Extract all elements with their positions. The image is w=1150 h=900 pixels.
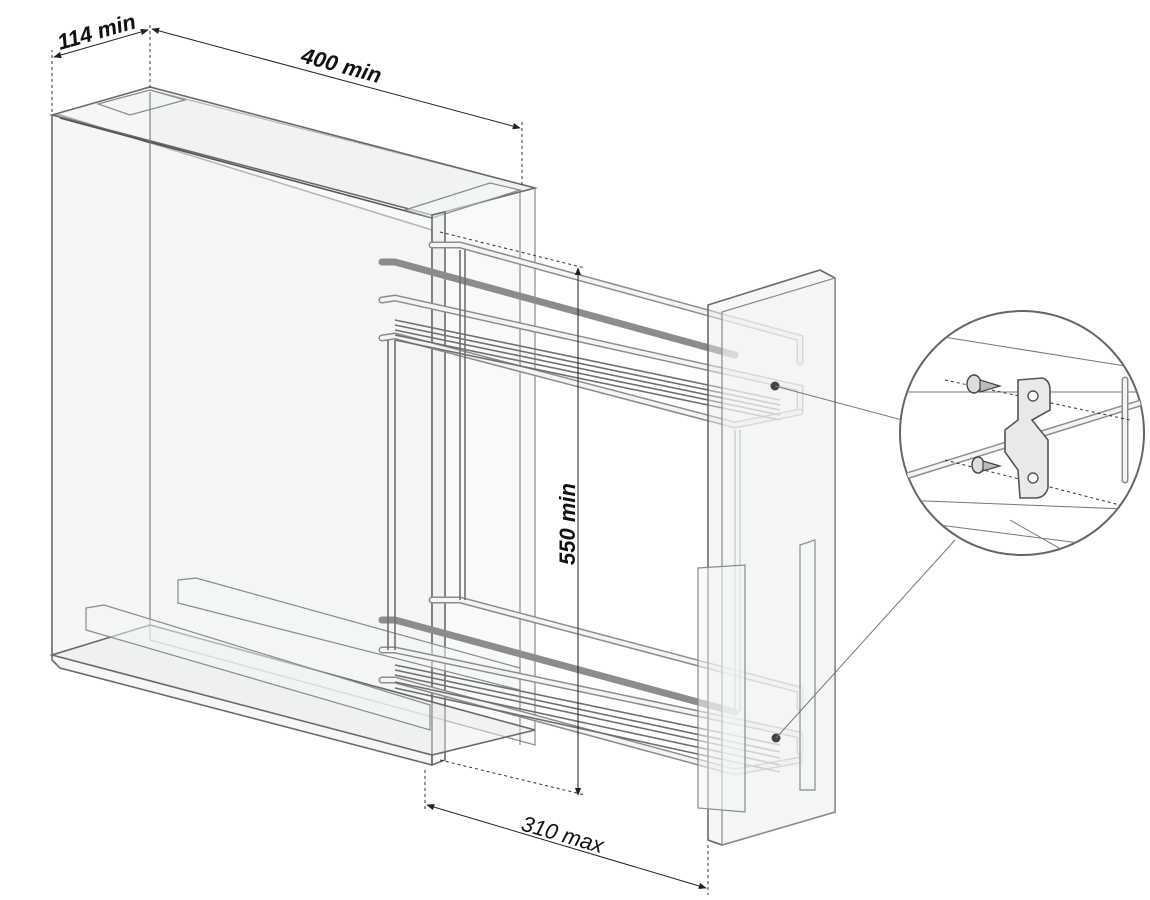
pullout-basket — [378, 241, 836, 846]
height-min-label: 550 min — [555, 483, 580, 565]
cabinet-carcass — [48, 86, 539, 767]
dimension-depth-max: 310 max — [424, 770, 709, 895]
screw-icon — [971, 456, 1003, 474]
width-min-label: 114 min — [54, 9, 138, 55]
screw-icon — [966, 374, 1003, 394]
mounting-bracket-icon — [1004, 377, 1051, 499]
detail-callout — [774, 310, 1145, 739]
dimension-height-min: 550 min — [439, 231, 586, 796]
depth-min-label: 400 min — [298, 42, 385, 88]
cabinet-right-edge — [431, 210, 446, 767]
depth-max-label: 310 max — [519, 811, 608, 859]
support-bracket — [697, 564, 746, 813]
bottom-rail-front — [85, 604, 431, 731]
